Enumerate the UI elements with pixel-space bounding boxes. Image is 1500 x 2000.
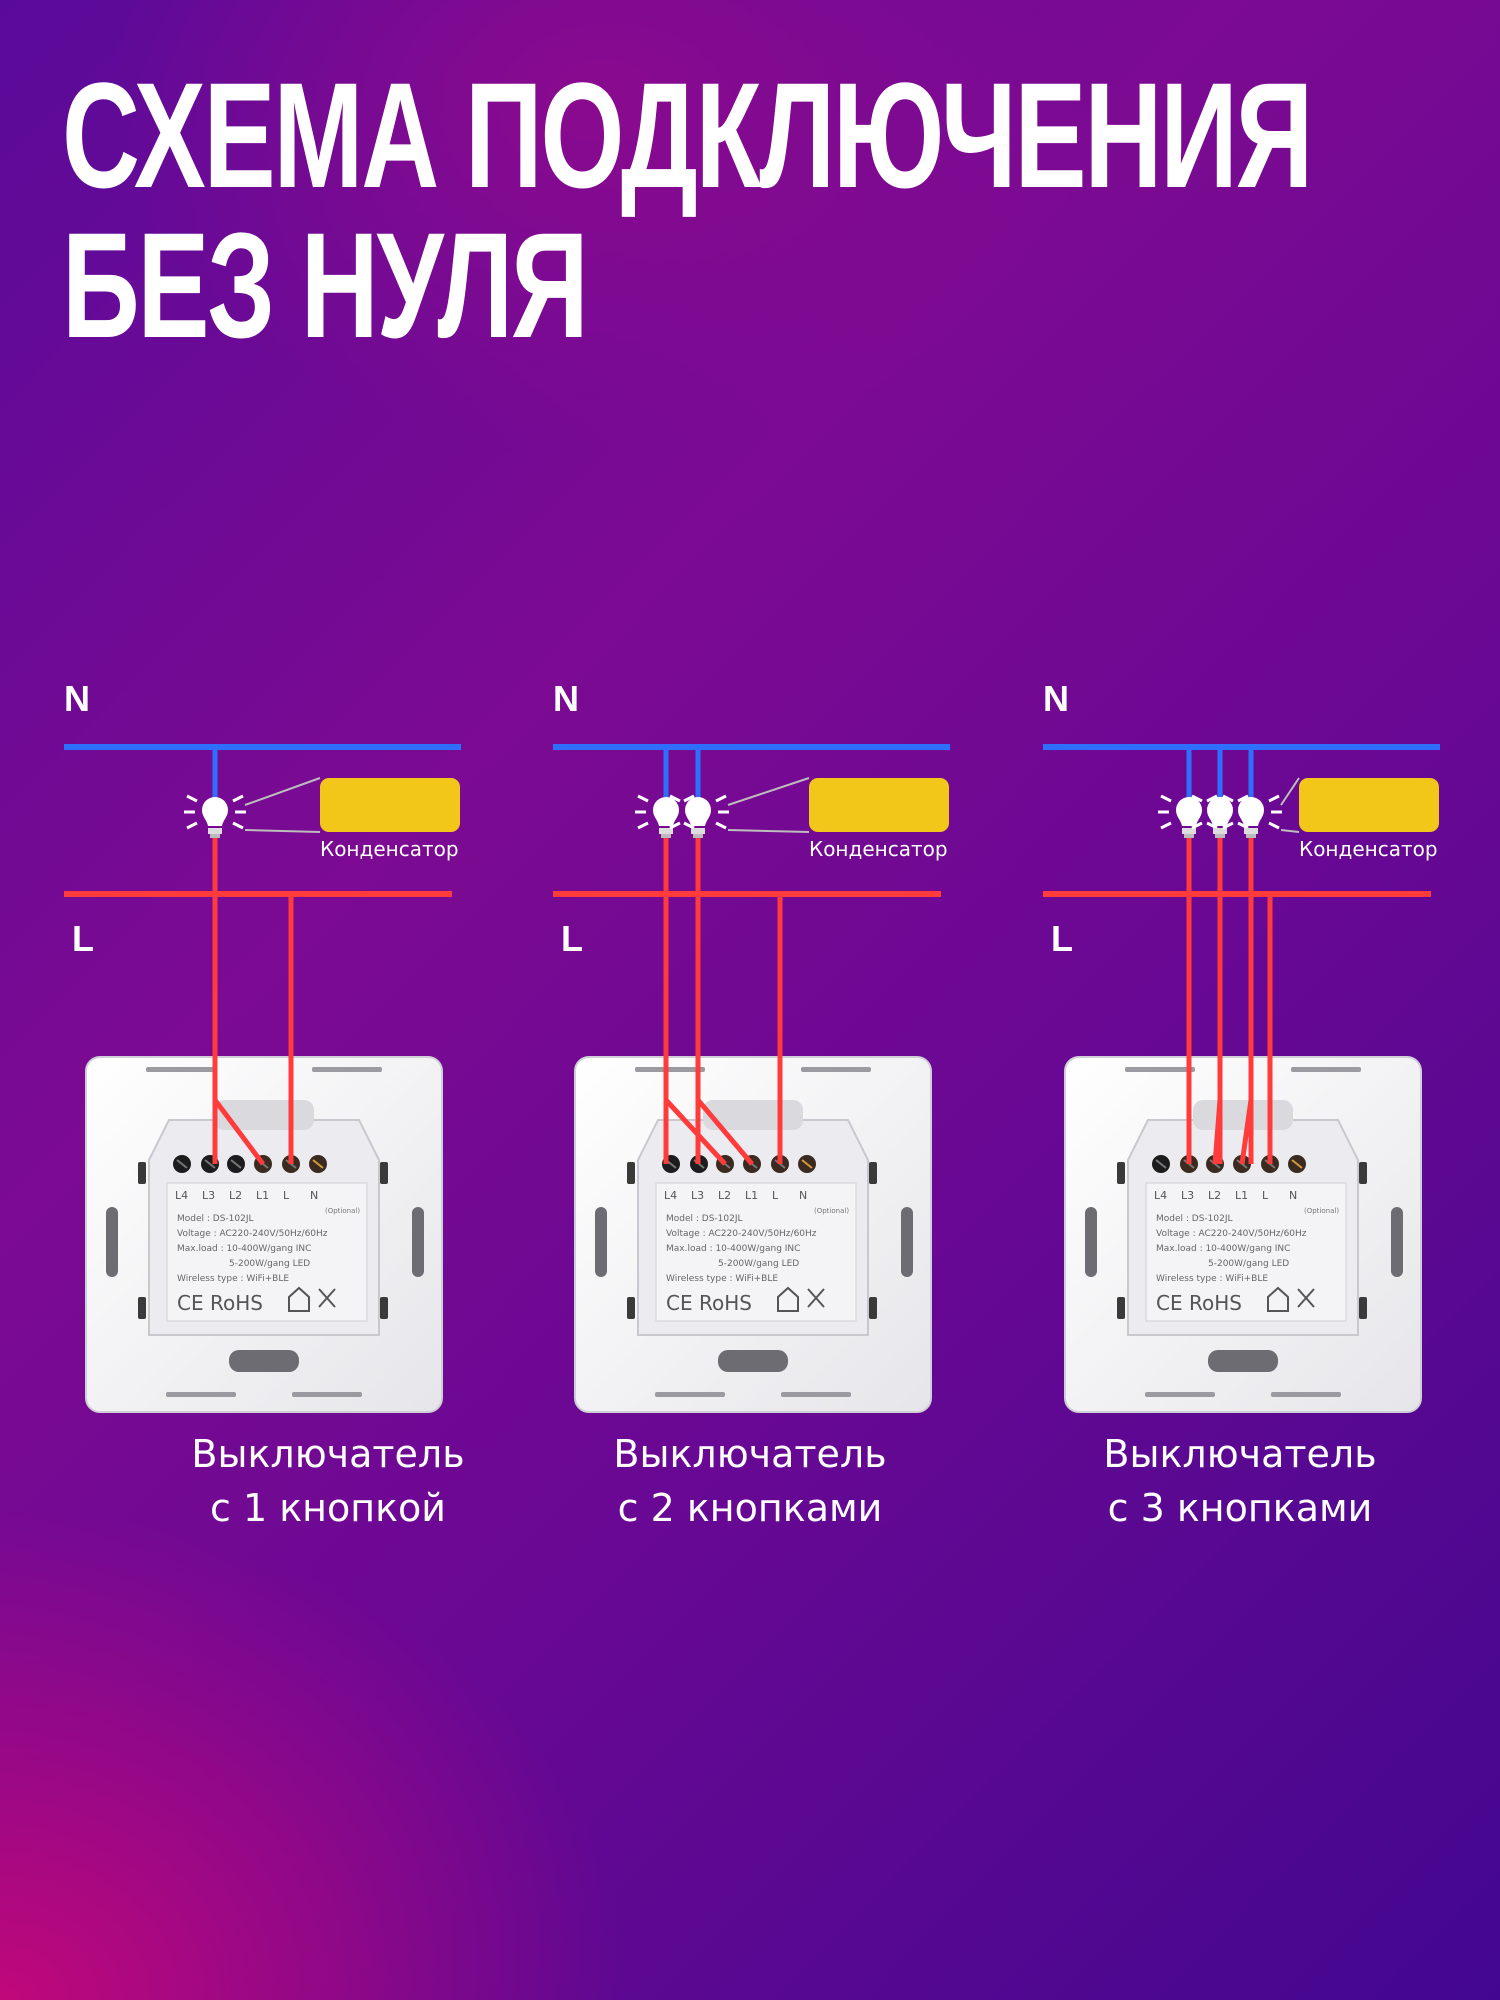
live-label-one: L	[72, 918, 94, 959]
svg-text:L4: L4	[175, 1189, 188, 1202]
capacitor-two	[809, 778, 949, 832]
svg-text:Voltage : AC220-240V/50Hz/60Hz: Voltage : AC220-240V/50Hz/60Hz	[177, 1229, 328, 1239]
svg-text:Max.load : 10-400W/gang INC: Max.load : 10-400W/gang INC	[177, 1244, 311, 1254]
svg-text:N: N	[310, 1189, 318, 1202]
caption-one: Выключатель с 1 кнопкой	[128, 1427, 528, 1535]
svg-text:L1: L1	[745, 1189, 758, 1202]
svg-text:CE RoHS: CE RoHS	[177, 1291, 263, 1315]
capacitor-one	[320, 778, 460, 832]
svg-text:L2: L2	[1208, 1189, 1221, 1202]
module-label-two: L4 L3 L2 L1 L N (Optional) Model : DS-102JL Volt…	[655, 1182, 857, 1322]
caption-three: Выключатель с 3 кнопками	[1040, 1427, 1440, 1535]
svg-text:CE RoHS: CE RoHS	[666, 1291, 752, 1315]
svg-text:5-200W/gang LED: 5-200W/gang LED	[1208, 1259, 1289, 1269]
svg-text:L4: L4	[664, 1189, 677, 1202]
neutral-label-one: N	[64, 678, 90, 719]
capacitor-label-two: Конденсатор	[809, 837, 948, 861]
svg-text:L1: L1	[1235, 1189, 1248, 1202]
svg-text:Max.load : 10-400W/gang INC: Max.load : 10-400W/gang INC	[666, 1244, 800, 1254]
title-line-2: БЕЗ НУЛЯ	[62, 201, 589, 369]
svg-text:(Optional): (Optional)	[325, 1207, 360, 1215]
bulb-icon-two-1	[667, 794, 729, 838]
capacitor-label-one: Конденсатор	[320, 837, 459, 861]
neutral-label-two: N	[553, 678, 579, 719]
svg-text:Model : DS-102JL: Model : DS-102JL	[177, 1214, 254, 1224]
svg-text:Voltage : AC220-240V/50Hz/60Hz: Voltage : AC220-240V/50Hz/60Hz	[1156, 1229, 1307, 1239]
svg-text:L1: L1	[256, 1189, 269, 1202]
page-title: СХЕМА ПОДКЛЮЧЕНИЯ БЕЗ НУЛЯ	[62, 51, 1313, 369]
svg-text:Voltage : AC220-240V/50Hz/60Hz: Voltage : AC220-240V/50Hz/60Hz	[666, 1229, 817, 1239]
capacitor-three	[1299, 778, 1439, 832]
svg-text:5-200W/gang LED: 5-200W/gang LED	[229, 1259, 310, 1269]
svg-text:5-200W/gang LED: 5-200W/gang LED	[718, 1259, 799, 1269]
svg-text:L: L	[1262, 1189, 1269, 1202]
caption-one-line1: Выключатель	[191, 1432, 465, 1476]
svg-text:Wireless type : WiFi+BLE: Wireless type : WiFi+BLE	[177, 1274, 289, 1284]
svg-text:L: L	[283, 1189, 290, 1202]
caption-two-line2: с 2 кнопками	[617, 1486, 883, 1530]
live-label-two: L	[561, 918, 583, 959]
svg-text:L3: L3	[202, 1189, 215, 1202]
caption-two: Выключатель с 2 кнопками	[550, 1427, 950, 1535]
bulb-icon-three-2	[1220, 794, 1282, 838]
svg-text:L4: L4	[1154, 1189, 1167, 1202]
caption-three-line2: с 3 кнопками	[1107, 1486, 1373, 1530]
bulb-icon-two-0	[635, 794, 697, 838]
live-label-three: L	[1051, 918, 1073, 959]
svg-text:(Optional): (Optional)	[814, 1207, 849, 1215]
title-line-1: СХЕМА ПОДКЛЮЧЕНИЯ	[62, 51, 1313, 219]
svg-text:Max.load : 10-400W/gang INC: Max.load : 10-400W/gang INC	[1156, 1244, 1290, 1254]
svg-text:CE RoHS: CE RoHS	[1156, 1291, 1242, 1315]
svg-text:L2: L2	[229, 1189, 242, 1202]
svg-text:(Optional): (Optional)	[1304, 1207, 1339, 1215]
caption-one-line2: с 1 кнопкой	[209, 1486, 446, 1530]
svg-text:Model : DS-102JL: Model : DS-102JL	[1156, 1214, 1233, 1224]
neutral-label-three: N	[1043, 678, 1069, 719]
caption-two-line1: Выключатель	[613, 1432, 887, 1476]
svg-text:N: N	[799, 1189, 807, 1202]
svg-text:L3: L3	[1181, 1189, 1194, 1202]
svg-text:L2: L2	[718, 1189, 731, 1202]
bulb-icon-one-0	[184, 794, 246, 838]
svg-text:Wireless type : WiFi+BLE: Wireless type : WiFi+BLE	[666, 1274, 778, 1284]
capacitor-label-three: Конденсатор	[1299, 837, 1438, 861]
caption-three-line1: Выключатель	[1103, 1432, 1377, 1476]
module-label-one: L4 L3 L2 L1 L N (Optional) Model : DS-102JL Volt…	[166, 1182, 368, 1322]
svg-text:L: L	[772, 1189, 779, 1202]
svg-text:N: N	[1289, 1189, 1297, 1202]
svg-text:Wireless type : WiFi+BLE: Wireless type : WiFi+BLE	[1156, 1274, 1268, 1284]
module-label-three: L4 L3 L2 L1 L N (Optional) Model : DS-102JL Volt…	[1145, 1182, 1347, 1322]
svg-text:Model : DS-102JL: Model : DS-102JL	[666, 1214, 743, 1224]
svg-text:L3: L3	[691, 1189, 704, 1202]
